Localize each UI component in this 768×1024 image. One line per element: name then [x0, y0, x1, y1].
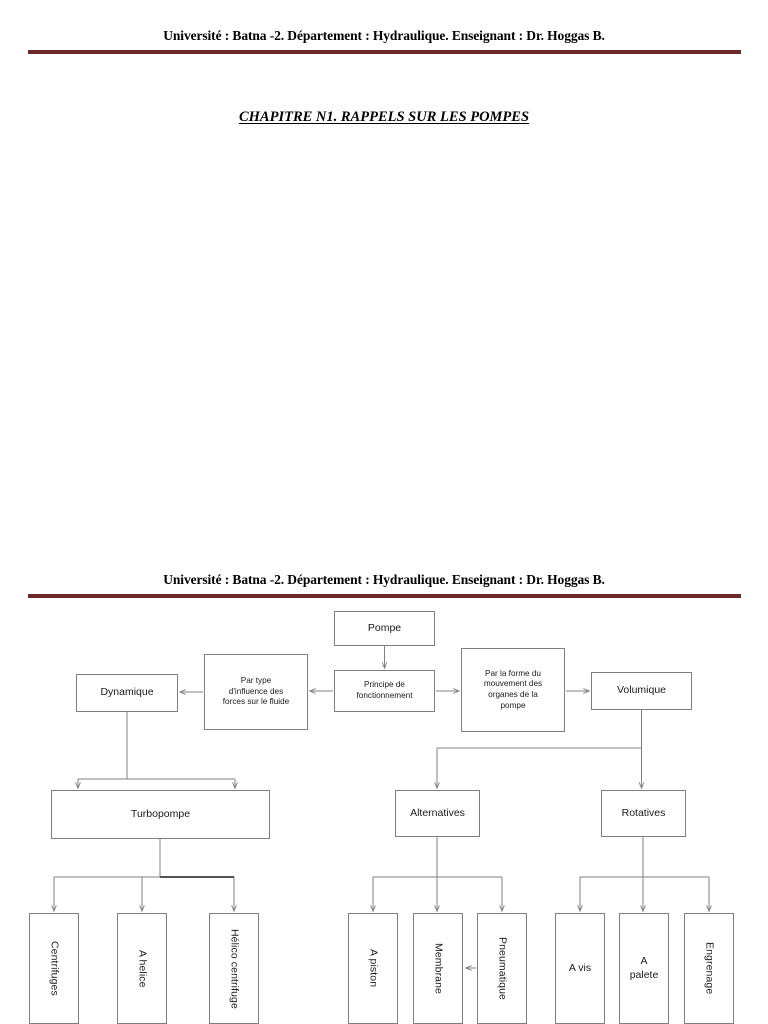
header-rule — [27, 50, 741, 54]
header-rule-2 — [27, 594, 741, 598]
node-volumique-label: Volumique — [616, 684, 667, 697]
node-a-vis-label: A vis — [568, 961, 592, 974]
node-pneumatique-label: Pneumatique — [496, 937, 509, 1000]
node-turbopompe-label: Turbopompe — [130, 807, 191, 820]
node-dynamique-label: Dynamique — [100, 686, 154, 699]
node-turbopompe[interactable]: Turbopompe — [51, 790, 270, 839]
node-alternatives-label: Alternatives — [410, 806, 465, 819]
node-engrenage-label: Engrenage — [703, 942, 716, 995]
page-header-top: Université : Batna -2. Département : Hyd… — [0, 28, 768, 54]
node-helico-centrifuge[interactable]: Hélico centrifuge — [209, 913, 259, 1024]
node-centrifuges[interactable]: Centrifuges — [29, 913, 79, 1024]
node-principe-label: Principe de fonctionnement — [356, 680, 413, 700]
chapter-title: CHAPITRE N1. RAPPELS SUR LES POMPES — [238, 109, 530, 125]
node-centrifuges-label: Centrifuges — [48, 941, 61, 996]
node-rotatives-label: Rotatives — [621, 806, 666, 819]
node-helico-centrifuge-label: Hélico centrifuge — [228, 928, 241, 1009]
node-a-helice[interactable]: A helice — [117, 913, 167, 1024]
node-par-type-label: Par type d'influence des forces sur le f… — [222, 676, 290, 707]
node-par-forme-label: Par la forme du mouvement des organes de… — [483, 668, 543, 710]
node-par-type[interactable]: Par type d'influence des forces sur le f… — [204, 654, 308, 730]
header-title-text-2: Université : Batna -2. Département : Hyd… — [163, 572, 605, 587]
node-alternatives[interactable]: Alternatives — [395, 790, 480, 837]
node-volumique[interactable]: Volumique — [591, 672, 692, 710]
node-a-helice-label: A helice — [136, 949, 149, 988]
node-par-forme[interactable]: Par la forme du mouvement des organes de… — [461, 648, 565, 732]
node-membrane[interactable]: Membrane — [413, 913, 463, 1024]
node-a-piston[interactable]: A piston — [348, 913, 398, 1024]
node-pneumatique[interactable]: Pneumatique — [477, 913, 527, 1024]
node-pompe-label: Pompe — [367, 621, 402, 634]
node-principe[interactable]: Principe de fonctionnement — [334, 670, 435, 712]
node-dynamique[interactable]: Dynamique — [76, 674, 178, 712]
header-title-text: Université : Batna -2. Département : Hyd… — [163, 28, 605, 43]
node-a-palete-label: A palete — [629, 955, 659, 981]
node-a-piston-label: A piston — [367, 949, 380, 988]
node-pompe[interactable]: Pompe — [334, 611, 435, 646]
node-rotatives[interactable]: Rotatives — [601, 790, 686, 837]
node-membrane-label: Membrane — [432, 943, 445, 994]
node-a-vis[interactable]: A vis — [555, 913, 605, 1024]
node-a-palete[interactable]: A palete — [619, 913, 669, 1024]
node-engrenage[interactable]: Engrenage — [684, 913, 734, 1024]
page-header-bottom: Université : Batna -2. Département : Hyd… — [0, 572, 768, 598]
